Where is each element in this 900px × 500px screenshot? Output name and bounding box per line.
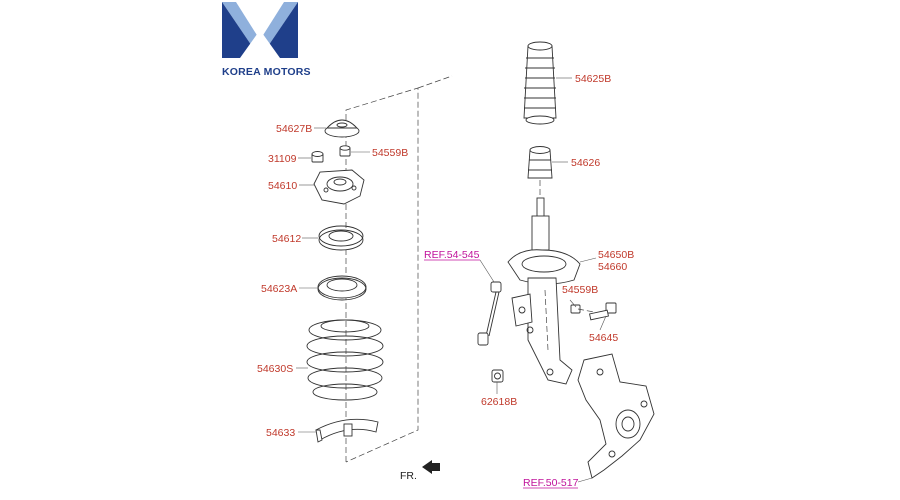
label-54633: 54633 [266,427,295,439]
ref-label-50-517: REF.50-517 [523,477,579,489]
guide-line-2 [544,289,549,351]
ref-label-54-545: REF.54-545 [424,249,480,261]
label-54625b: 54625B [575,73,611,85]
nut-54559b-top [339,145,351,157]
boundary-guide [417,75,453,89]
nut-54559b-mid [570,304,581,314]
korea-motors-v-logo [222,2,298,58]
nut-62618b [491,369,504,383]
leader-lines [296,77,607,483]
bearing-54612 [318,225,364,251]
brand-name: KOREA MOTORS [222,66,311,78]
label-54645: 54645 [589,332,618,344]
strut-54650b [507,197,581,385]
label-54627b: 54627B [276,123,312,135]
label-54660: 54660 [598,261,627,273]
front-direction-label: FR. [400,470,417,482]
coil-spring-54630s [306,319,384,401]
strut-mount-54610 [313,169,365,205]
label-54650b: 54650B [598,249,634,261]
bump-stop-54626 [527,146,553,179]
steering-knuckle [577,353,655,479]
label-54559b-mid: 54559B [562,284,598,296]
label-54626: 54626 [571,157,600,169]
label-31109: 31109 [268,153,297,165]
front-arrow-icon [422,460,440,474]
dust-cap-54627b [324,119,360,138]
nut-31109 [311,151,324,163]
guide-line-3 [577,308,595,313]
label-54623a: 54623A [261,283,297,295]
stabilizer-link [477,281,502,346]
label-54559b-top: 54559B [372,147,408,159]
dust-boot-54625b [523,41,557,125]
label-62618b: 62618B [481,396,517,408]
label-54610: 54610 [268,180,297,192]
label-54630s: 54630S [257,363,293,375]
lower-pad-54633 [315,418,379,443]
spring-pad-54623a [317,275,367,301]
assembly-boundary [345,87,419,463]
label-54612: 54612 [272,233,301,245]
bolt-54645 [589,302,617,321]
